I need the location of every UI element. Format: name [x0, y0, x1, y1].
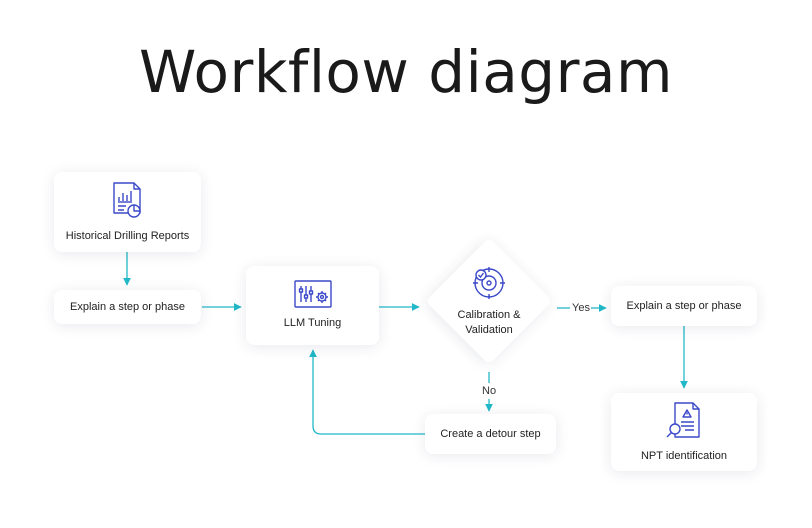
target-check-icon	[473, 267, 505, 299]
node-historical-reports: Historical Drilling Reports	[54, 172, 201, 252]
node-label: NPT identification	[640, 449, 727, 462]
node-label-line2: Validation	[465, 324, 513, 336]
document-warning-search-icon	[666, 401, 700, 438]
node-label: Create a detour step	[440, 427, 541, 440]
edge-label-yes: Yes	[572, 302, 590, 314]
tuning-sliders-gear-icon	[293, 280, 332, 308]
edge-label-no: No	[482, 385, 497, 397]
node-label: LLM Tuning	[283, 317, 342, 329]
arrow-detour-to-llm	[309, 349, 425, 435]
node-label: Historical Drilling Reports	[65, 229, 190, 242]
node-llm-tuning: LLM Tuning	[246, 266, 379, 345]
page-title: Workflow diagram	[139, 38, 673, 106]
node-npt: NPT identification	[611, 393, 757, 471]
report-chart-icon	[112, 181, 141, 218]
node-label: Explain a step or phase	[70, 300, 185, 313]
node-explain-step-2: Explain a step or phase	[611, 286, 757, 326]
node-label: Explain a step or phase	[626, 299, 742, 312]
node-calibration: Calibration & Validation	[429, 266, 549, 346]
node-detour: Create a detour step	[425, 414, 556, 454]
node-explain-step-1: Explain a step or phase	[54, 290, 201, 324]
node-label-line1: Calibration &	[457, 309, 521, 321]
